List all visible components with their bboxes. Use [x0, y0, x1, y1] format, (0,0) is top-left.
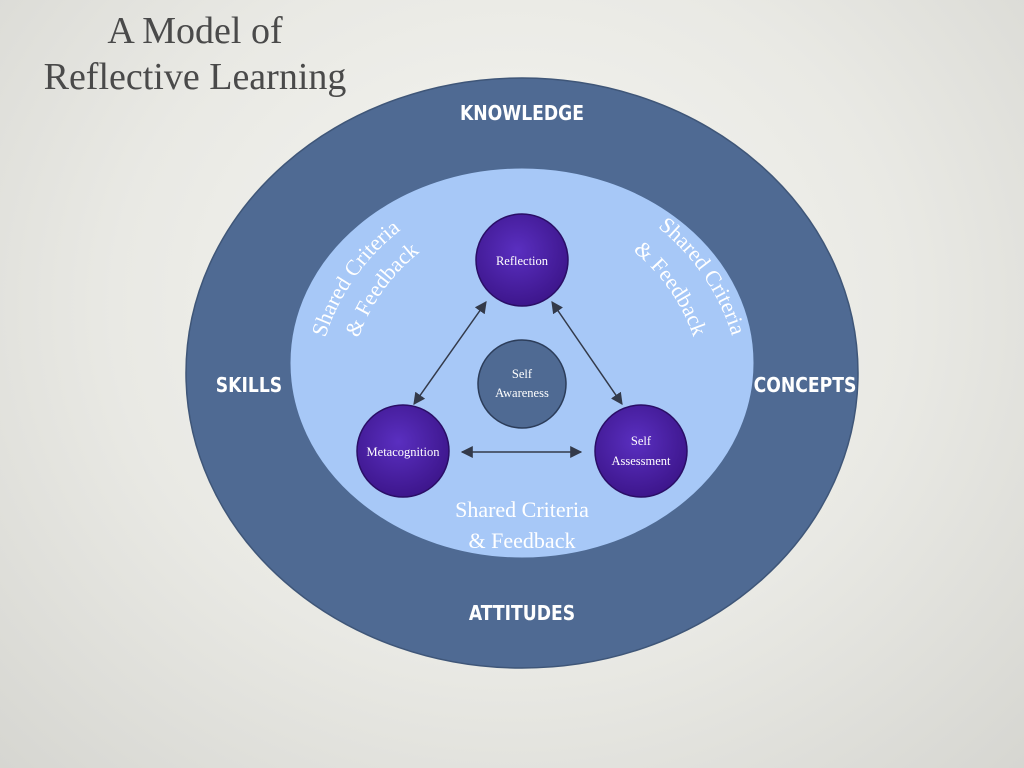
- knowledge-label: KNOWLEDGE: [460, 103, 584, 126]
- arrow-reflection-self-assessment: [551, 301, 623, 405]
- self-awareness-label-line-2: Awareness: [495, 386, 549, 400]
- concepts-label: CONCEPTS: [754, 375, 857, 398]
- metacognition-node: [356, 404, 450, 498]
- metacognition-label: Metacognition: [367, 445, 441, 459]
- self-assessment-label-line-1: Self: [631, 434, 652, 448]
- self-assessment-node: [594, 404, 688, 498]
- slide-title: A Model of Reflective Learning: [0, 8, 390, 100]
- skills-label: SKILLS: [216, 375, 282, 398]
- self-assessment-label-line-2: Assessment: [611, 454, 671, 468]
- self-awareness-node: [477, 339, 567, 429]
- slide-title-line-2: Reflective Learning: [43, 56, 347, 98]
- arrow-reflection-metacognition: [413, 301, 487, 405]
- self-awareness-label-line-1: Self: [512, 367, 533, 381]
- reflection-node: [475, 213, 569, 307]
- bottom-shared-criteria-line-2: & Feedback: [469, 528, 576, 553]
- attitudes-label: ATTITUDES: [469, 603, 575, 626]
- bottom-shared-criteria-line-1: Shared Criteria: [455, 497, 589, 522]
- slide-title-line-1: A Model of: [107, 10, 283, 52]
- reflection-label: Reflection: [496, 254, 549, 268]
